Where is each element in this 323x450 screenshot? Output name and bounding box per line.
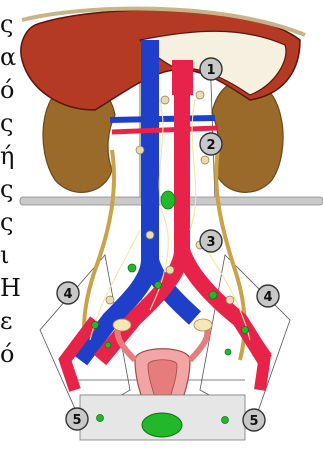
- callout-5-right: 5: [243, 409, 265, 431]
- callout-label-1: 1: [206, 63, 215, 78]
- ovary-right: [194, 319, 212, 331]
- renal-artery: [112, 128, 218, 132]
- callout-1: 1: [200, 58, 222, 80]
- callout-label-5-right: 5: [249, 414, 258, 429]
- cervix: [142, 413, 182, 437]
- callout-3: 3: [200, 230, 222, 252]
- callout-4-left: 4: [57, 282, 79, 304]
- callout-2: 2: [200, 133, 222, 155]
- callout-4-right: 4: [257, 285, 279, 307]
- callout-label-5-left: 5: [72, 413, 81, 428]
- callout-label-4-left: 4: [63, 287, 72, 302]
- callout-label-2: 2: [206, 138, 215, 153]
- callout-label-3: 3: [206, 235, 215, 250]
- ovary-left: [113, 319, 131, 331]
- callout-label-4-right: 4: [263, 290, 272, 305]
- callout-5-left: 5: [66, 408, 88, 430]
